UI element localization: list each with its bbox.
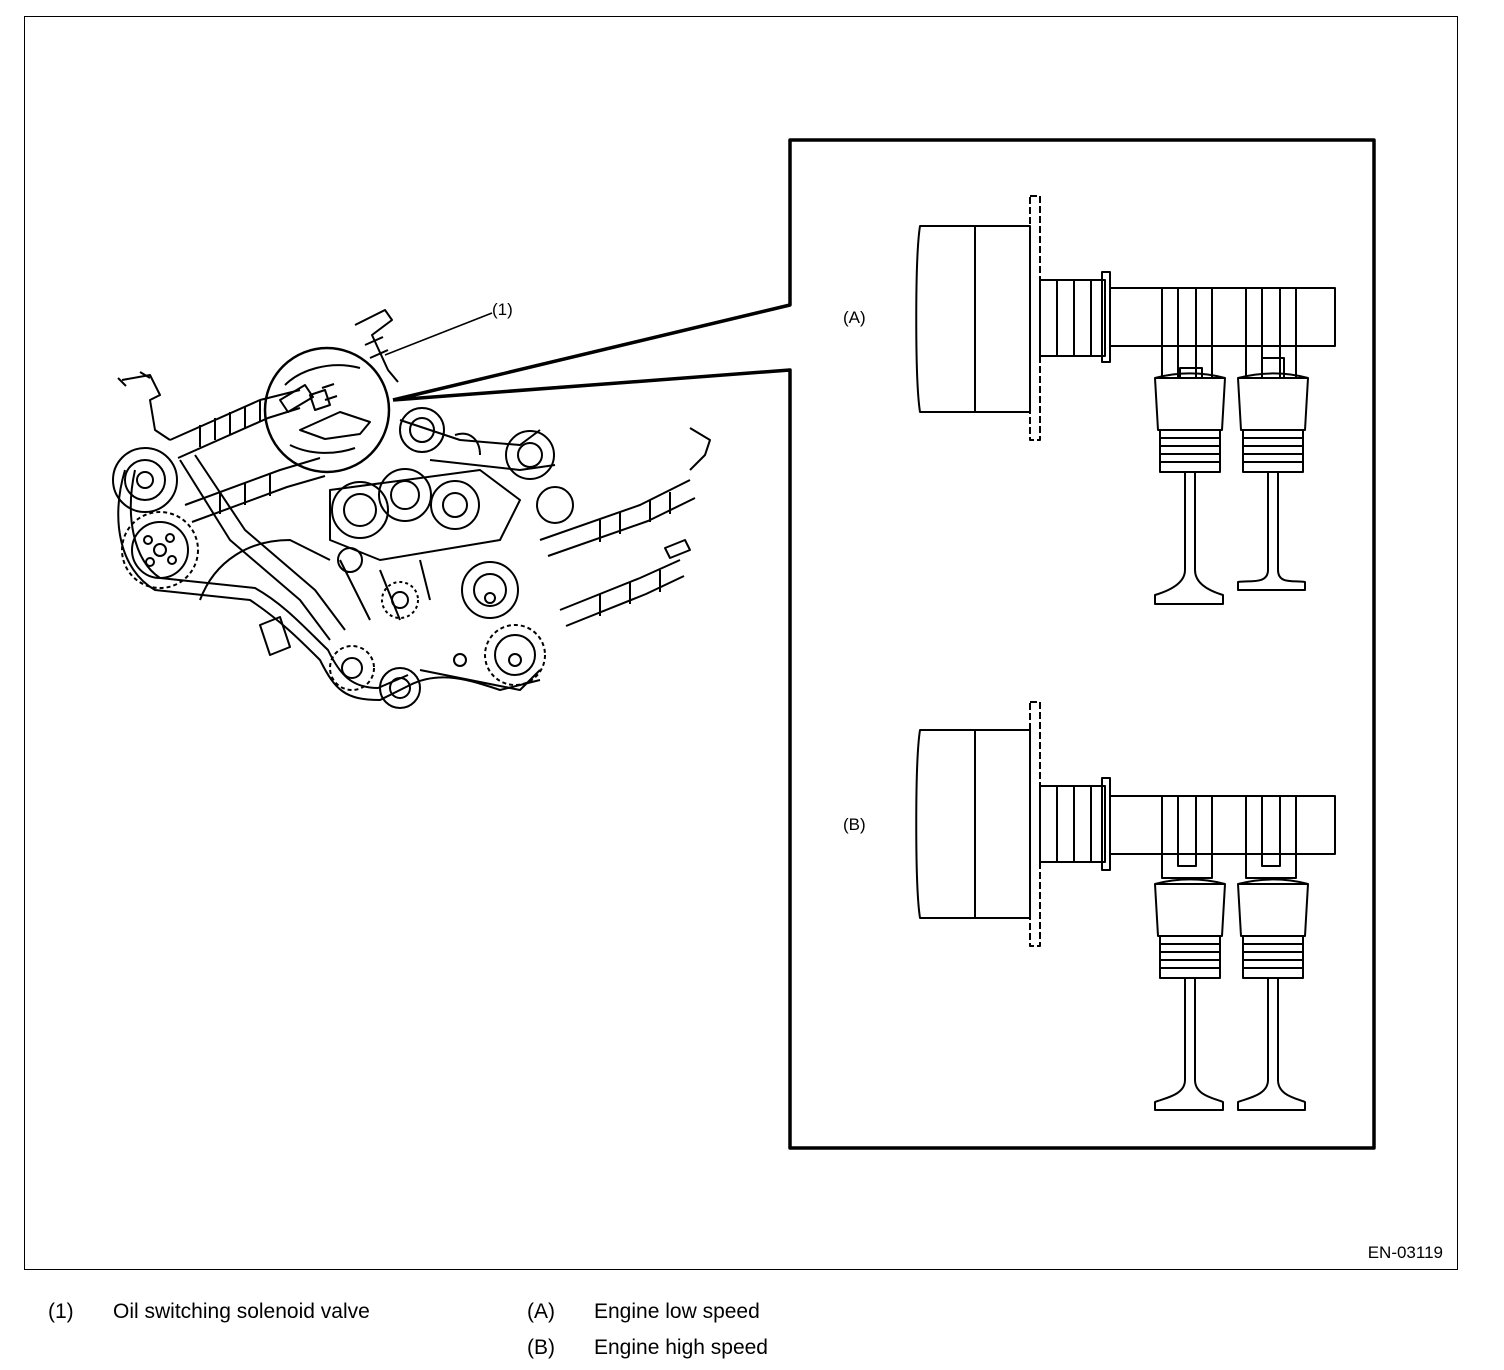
legend-key-a: (A) [527,1300,555,1323]
engine-overview-drawing [112,309,711,709]
legend-key-b: (B) [527,1336,555,1359]
callout-1-label: (1) [492,300,513,319]
detail-box [392,138,1376,1150]
legend-text-a: Engine low speed [594,1300,760,1323]
valve-mechanism-low-speed [915,195,1336,605]
label-a: (A) [843,308,866,327]
legend-key-1: (1) [48,1300,74,1323]
legend-text-1: Oil switching solenoid valve [113,1300,370,1323]
figure-frame: EN-03119 [24,16,1458,1270]
label-b: (B) [843,815,866,834]
figure-id: EN-03119 [1367,1243,1443,1262]
legend-text-b: Engine high speed [594,1336,768,1359]
valve-mechanism-high-speed [915,701,1336,1111]
